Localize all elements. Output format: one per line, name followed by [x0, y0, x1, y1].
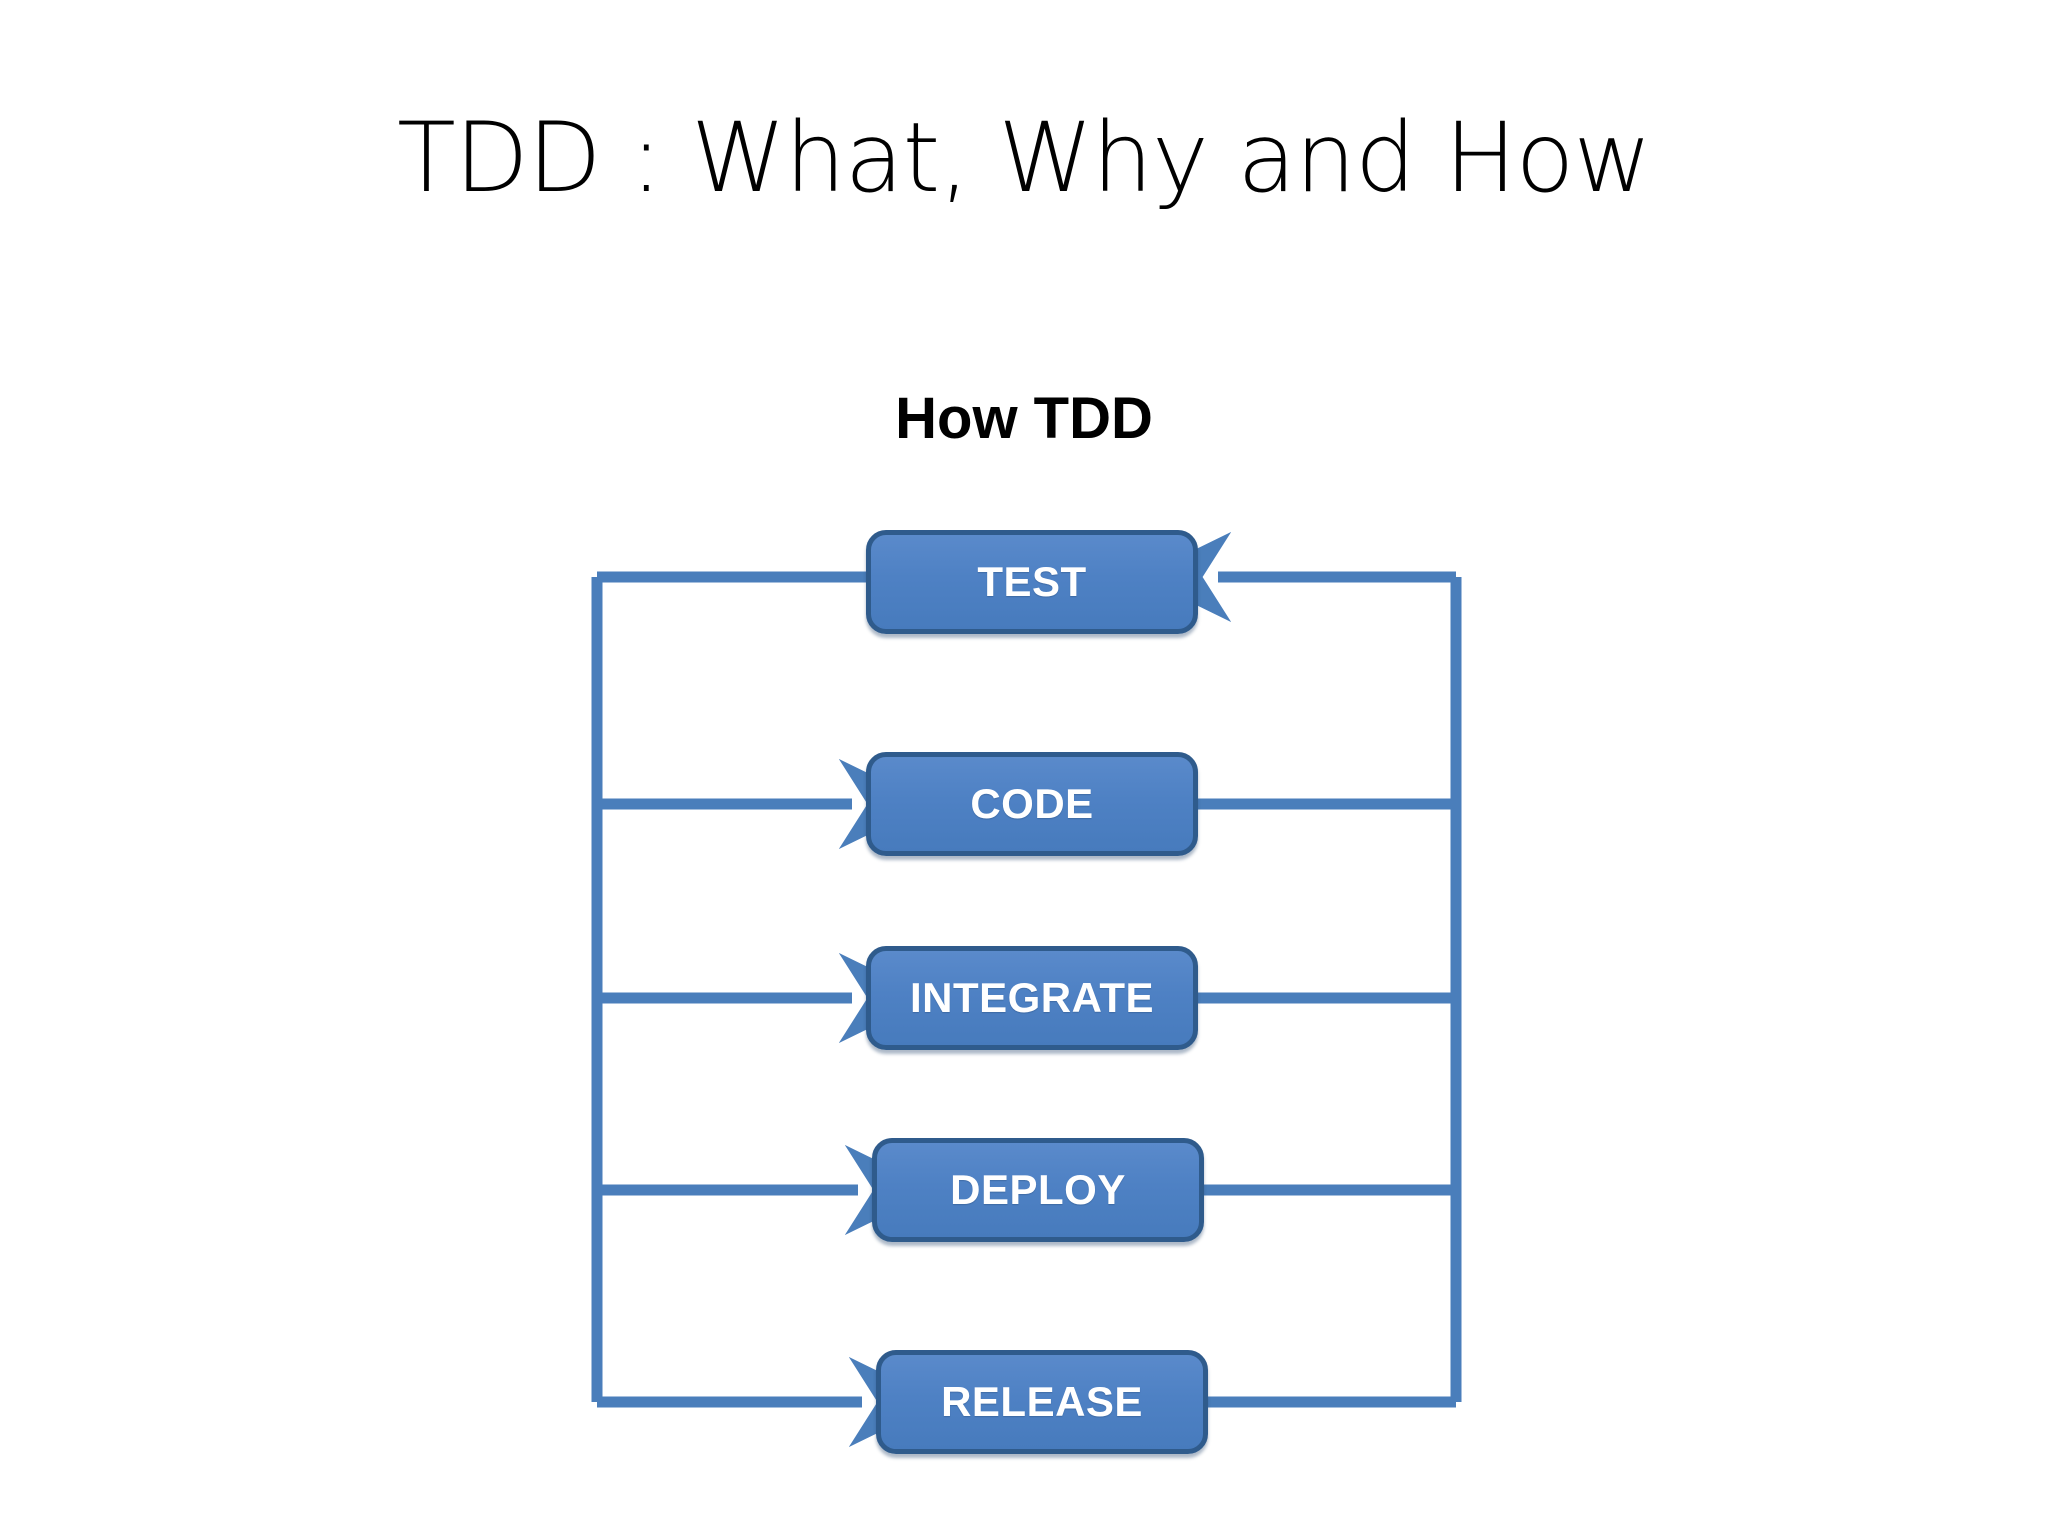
process-box-release[interactable]: RELEASE	[876, 1350, 1208, 1454]
process-box-release-label: RELEASE	[941, 1378, 1143, 1425]
page-title: TDD : What, Why and How	[397, 102, 1652, 214]
section-heading: How TDD	[895, 386, 1153, 451]
process-box-deploy-label: DEPLOY	[950, 1166, 1126, 1213]
process-box-deploy[interactable]: DEPLOY	[872, 1138, 1204, 1242]
process-box-integrate-label: INTEGRATE	[909, 974, 1155, 1021]
process-box-code[interactable]: CODE	[866, 752, 1198, 856]
process-box-test[interactable]: TEST	[866, 530, 1198, 634]
process-box-test-label: TEST	[977, 558, 1087, 605]
process-box-integrate[interactable]: INTEGRATE	[866, 946, 1198, 1050]
process-box-code-label: CODE	[970, 780, 1094, 827]
